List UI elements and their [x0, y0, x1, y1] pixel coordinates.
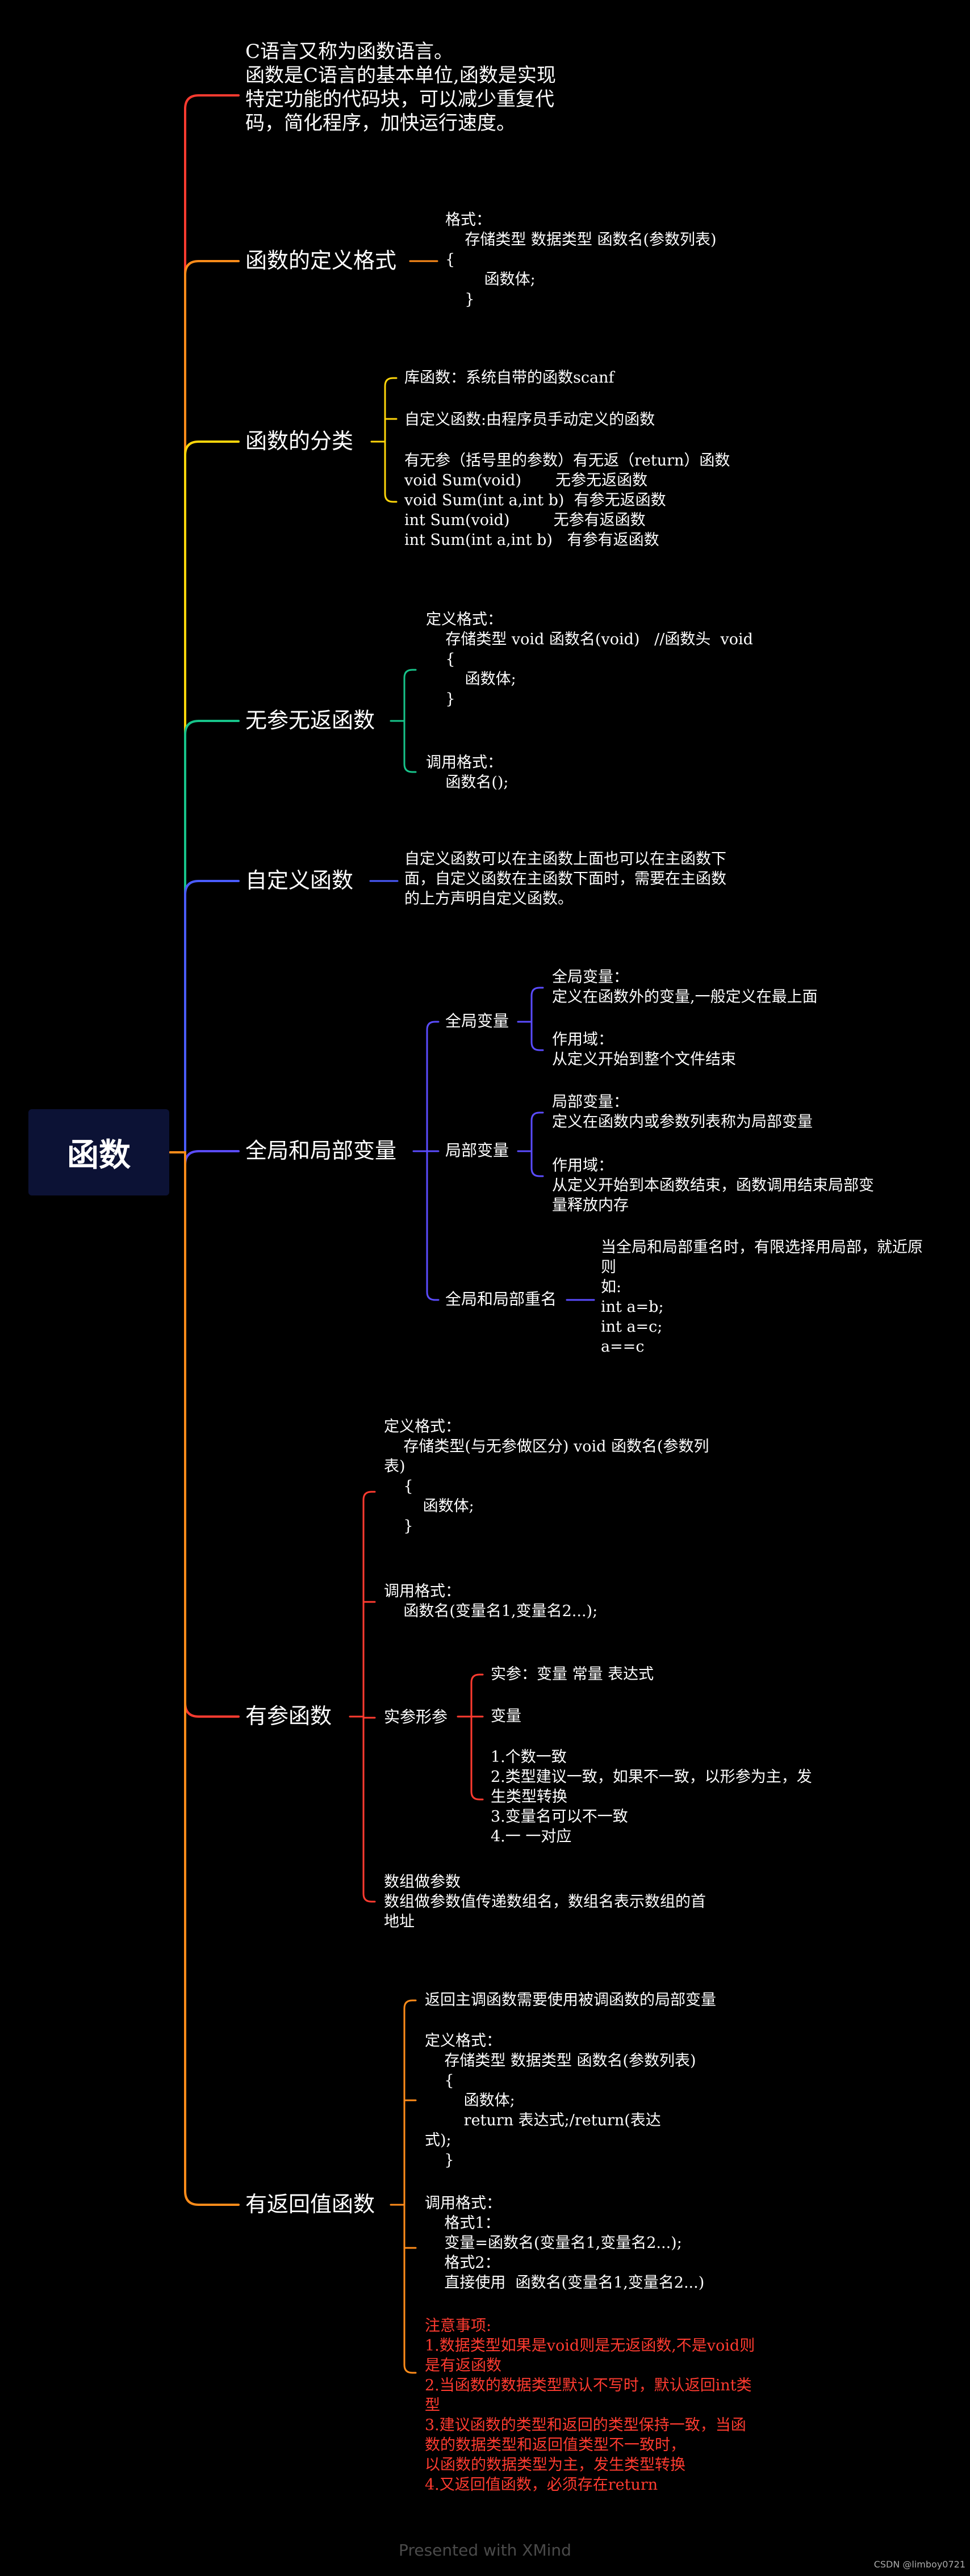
trunk-branch-1: [169, 260, 240, 1153]
classification-bracket-2: [384, 440, 398, 503]
global-local-bracket-0: [426, 1021, 440, 1152]
topic-param-function[interactable]: 有参函数: [245, 1704, 332, 1728]
intro-text[interactable]: C语言又称为函数语言。 函数是C语言的基本单位,函数是实现 特定功能的代码块，可…: [245, 40, 556, 135]
trunk-branch-7: [169, 1151, 240, 2206]
local-variable-def[interactable]: 局部变量： 定义在函数内或参数列表称为局部变量: [552, 1093, 813, 1131]
local-var-bracket-0: [530, 1111, 544, 1152]
variable-note[interactable]: 变量: [491, 1707, 521, 1725]
param-definition[interactable]: 定义格式： 存储类型(与无参做区分) void 函数名(参数列 表) { 函数体…: [384, 1418, 709, 1535]
definition-format-text[interactable]: 格式： 存储类型 数据类型 函数名(参数列表) { 函数体; }: [445, 211, 717, 308]
same-name-text[interactable]: 当全局和局部重名时，有限选择用局部，就近原 则 如: int a=b; int …: [601, 1239, 923, 1356]
trunk-branch-3: [169, 720, 240, 1153]
footer-text: Presented with XMind: [399, 2541, 571, 2560]
no-param-call[interactable]: 调用格式： 函数名();: [426, 754, 509, 791]
sub-global-variable[interactable]: 全局变量: [445, 1012, 509, 1030]
topic-definition-format[interactable]: 函数的定义格式: [245, 248, 397, 273]
classification-library[interactable]: 库函数：系统自带的函数scanf: [404, 369, 614, 387]
global-var-bracket-1: [530, 1021, 544, 1051]
topic-no-param-no-return[interactable]: 无参无返函数: [245, 708, 375, 733]
return-bracket-3: [403, 2204, 417, 2374]
return-purpose[interactable]: 返回主调函数需要使用被调函数的局部变量: [425, 1991, 716, 2009]
param-bracket-0: [362, 1491, 376, 1718]
actual-formal-bracket-0: [470, 1673, 484, 1718]
param-bracket-3: [362, 1715, 376, 1903]
classification-custom[interactable]: 自定义函数:由程序员手动定义的函数: [404, 411, 655, 429]
no-param-bracket-0: [403, 669, 417, 722]
trunk-branch-0: [169, 94, 240, 1153]
sub-local-variable[interactable]: 局部变量: [445, 1141, 509, 1160]
topic-global-local[interactable]: 全局和局部变量: [245, 1138, 397, 1163]
topic-classification[interactable]: 函数的分类: [245, 429, 354, 454]
credit-text: CSDN @limboy0721: [873, 2559, 965, 2570]
root-topic[interactable]: 函数: [28, 1109, 169, 1195]
no-param-definition[interactable]: 定义格式： 存储类型 void 函数名(void) //函数头 void { 函…: [426, 611, 753, 708]
no-param-bracket-1: [403, 720, 417, 773]
global-var-bracket-0: [530, 987, 544, 1023]
param-rules[interactable]: 1.个数一致 2.类型建议一致，如果不一致，以形参为主，发 生类型转换 3.变量…: [491, 1748, 812, 1845]
global-variable-scope[interactable]: 作用域： 从定义开始到整个文件结束: [552, 1031, 736, 1068]
global-local-bracket-2: [426, 1150, 440, 1301]
classification-bracket-0: [384, 377, 398, 443]
return-bracket-0: [403, 1999, 417, 2206]
actual-formal-bracket-2: [470, 1715, 484, 1801]
param-call[interactable]: 调用格式： 函数名(变量名1,变量名2...);: [384, 1583, 598, 1620]
topic-custom-function[interactable]: 自定义函数: [245, 868, 354, 893]
trunk-branch-4: [169, 880, 240, 1153]
trunk-branch-6: [169, 1151, 240, 1718]
trunk-branch-2: [169, 440, 240, 1153]
local-variable-scope[interactable]: 作用域： 从定义开始到本函数结束，函数调用结束局部变 量释放内存: [552, 1157, 874, 1214]
classification-params[interactable]: 有无参（括号里的参数）有无返（return）函数 void Sum(void) …: [404, 452, 730, 549]
sub-actual-formal[interactable]: 实参形参: [384, 1707, 448, 1726]
local-var-bracket-1: [530, 1150, 544, 1177]
return-call[interactable]: 调用格式： 格式1： 变量=函数名(变量名1,变量名2...); 格式2： 直接…: [425, 2195, 705, 2292]
sub-same-name[interactable]: 全局和局部重名: [445, 1290, 557, 1308]
actual-param[interactable]: 实参：变量 常量 表达式: [491, 1665, 654, 1683]
custom-function-text[interactable]: 自定义函数可以在主函数上面也可以在主函数下 面，自定义函数在主函数下面时，需要在…: [404, 850, 726, 908]
return-notes[interactable]: 注意事项: 1.数据类型如果是void则是无返函数,不是void则 是有返函数 …: [425, 2317, 755, 2494]
topic-return-function[interactable]: 有返回值函数: [245, 2192, 375, 2217]
return-definition[interactable]: 定义格式： 存储类型 数据类型 函数名(参数列表) { 函数体; return …: [425, 2032, 696, 2169]
global-variable-def[interactable]: 全局变量： 定义在函数外的变量,一般定义在最上面: [552, 968, 818, 1006]
array-param[interactable]: 数组做参数 数组做参数值传递数组名，数组名表示数组的首 地址: [384, 1873, 706, 1931]
